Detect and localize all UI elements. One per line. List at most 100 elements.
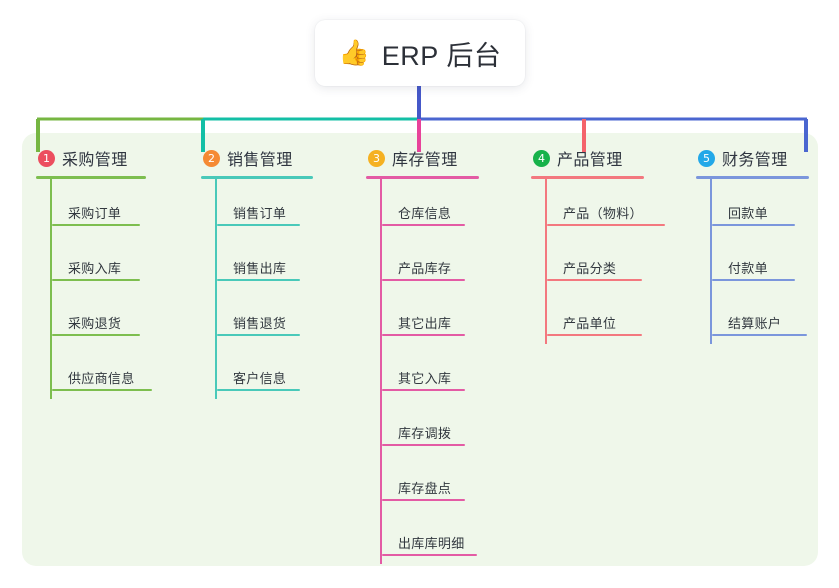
branch-header-2[interactable]: 2 销售管理 (201, 146, 313, 170)
branch-item[interactable]: 仓库信息 (382, 179, 479, 234)
branch-item-list: 回款单付款单结算账户 (696, 179, 809, 344)
branch-item-label: 采购订单 (68, 206, 122, 221)
branch-item-label: 产品单位 (563, 316, 617, 331)
branch-item[interactable]: 客户信息 (217, 344, 313, 399)
branch-item[interactable]: 销售订单 (217, 179, 313, 234)
branch-item-label: 销售订单 (233, 206, 287, 221)
branch-item-rule (712, 224, 795, 226)
branch-item[interactable]: 产品库存 (382, 234, 479, 289)
branch-item[interactable]: 出库库明细 (382, 509, 479, 564)
branch-item-rule (712, 279, 795, 281)
branch-spine (710, 179, 712, 344)
branch-header-1[interactable]: 1 采购管理 (36, 146, 146, 170)
branch-column-2: 2 销售管理销售订单销售出库销售退货客户信息 (201, 146, 313, 399)
branch-item-rule (52, 389, 152, 391)
branch-item[interactable]: 库存盘点 (382, 454, 479, 509)
branch-item[interactable]: 产品（物料） (547, 179, 665, 234)
branch-spine (380, 179, 382, 564)
branch-item-label: 产品库存 (398, 261, 452, 276)
branch-number-badge: 5 (698, 149, 715, 167)
branch-item-label: 仓库信息 (398, 206, 452, 221)
branch-number-badge: 4 (533, 149, 550, 167)
branch-item[interactable]: 回款单 (712, 179, 809, 234)
branch-item-rule (217, 334, 300, 336)
branch-spine (545, 179, 547, 344)
branch-column-5: 5 财务管理回款单付款单结算账户 (696, 146, 809, 344)
branch-column-4: 4 产品管理产品（物料） 产品分类产品单位 (531, 146, 665, 344)
branch-spine (50, 179, 52, 399)
branch-header-rule (201, 176, 313, 179)
branch-number-badge: 1 (38, 149, 55, 167)
branch-item-label: 销售退货 (233, 316, 287, 331)
branch-item-rule (382, 444, 465, 446)
branch-header-3[interactable]: 3 库存管理 (366, 146, 479, 170)
branch-item-list: 采购订单采购入库采购退货供应商信息 (36, 179, 152, 399)
branch-header-rule (366, 176, 479, 179)
branch-item-rule (547, 224, 665, 226)
branch-item-rule (382, 389, 465, 391)
branch-item-label: 产品分类 (563, 261, 617, 276)
branch-item-list: 仓库信息产品库存其它出库其它入库库存调拨库存盘点出库库明细 (366, 179, 479, 564)
branch-item-label: 供应商信息 (68, 371, 135, 386)
branch-item-rule (52, 279, 140, 281)
branch-item-rule (712, 334, 807, 336)
branch-item-label: 销售出库 (233, 261, 287, 276)
thumbs-up-icon: 👍 (338, 38, 370, 67)
branch-column-1: 1 采购管理采购订单采购入库采购退货供应商信息 (36, 146, 152, 399)
branch-item-rule (52, 224, 140, 226)
branch-item[interactable]: 采购退货 (52, 289, 146, 344)
branch-header-rule (696, 176, 809, 179)
branch-item-label: 库存调拨 (398, 426, 452, 441)
branch-item-label: 产品（物料） (563, 206, 643, 221)
branch-item-rule (52, 334, 140, 336)
branch-item-list: 产品（物料） 产品分类产品单位 (531, 179, 665, 344)
branch-item-label: 回款单 (728, 206, 768, 221)
branch-number-badge: 2 (203, 149, 220, 167)
branch-item[interactable]: 其它出库 (382, 289, 479, 344)
branch-header-rule (36, 176, 146, 179)
branch-item[interactable]: 销售退货 (217, 289, 313, 344)
branch-item-rule (382, 279, 465, 281)
branch-item[interactable]: 采购订单 (52, 179, 146, 234)
branch-title: 库存管理 (392, 152, 458, 169)
branch-item-label: 结算账户 (728, 316, 782, 331)
branch-item-rule (382, 224, 465, 226)
diagram-panel (22, 133, 818, 566)
branch-item-label: 其它入库 (398, 371, 452, 386)
branch-item-label: 出库库明细 (398, 536, 465, 551)
branch-number-badge: 3 (368, 149, 385, 167)
branch-item[interactable]: 结算账户 (712, 289, 809, 344)
branch-header-5[interactable]: 5 财务管理 (696, 146, 809, 170)
branch-item-label: 付款单 (728, 261, 768, 276)
branch-header-4[interactable]: 4 产品管理 (531, 146, 644, 170)
branch-item[interactable]: 付款单 (712, 234, 809, 289)
branch-item[interactable]: 供应商信息 (52, 344, 152, 399)
branch-item-rule (382, 334, 465, 336)
branch-item[interactable]: 产品分类 (547, 234, 644, 289)
root-title: ERP 后台 (381, 40, 502, 71)
branch-item-label: 库存盘点 (398, 481, 452, 496)
branch-item-label: 其它出库 (398, 316, 452, 331)
branch-title: 产品管理 (557, 152, 623, 169)
branch-item[interactable]: 库存调拨 (382, 399, 479, 454)
branch-item[interactable]: 其它入库 (382, 344, 479, 399)
branch-item-rule (217, 279, 300, 281)
branch-item-label: 采购退货 (68, 316, 122, 331)
branch-title: 财务管理 (722, 152, 788, 169)
branch-item[interactable]: 销售出库 (217, 234, 313, 289)
branch-title: 采购管理 (62, 152, 128, 169)
branch-item-rule (217, 389, 300, 391)
root-node[interactable]: 👍 ERP 后台 (315, 20, 525, 86)
branch-item-rule (382, 554, 477, 556)
branch-item-label: 客户信息 (233, 371, 287, 386)
branch-item-rule (217, 224, 300, 226)
branch-item-label: 采购入库 (68, 261, 122, 276)
branch-header-rule (531, 176, 644, 179)
branch-item[interactable]: 产品单位 (547, 289, 644, 344)
branch-item-rule (547, 279, 642, 281)
branch-item[interactable]: 采购入库 (52, 234, 146, 289)
branch-item-rule (547, 334, 642, 336)
branch-title: 销售管理 (227, 152, 293, 169)
